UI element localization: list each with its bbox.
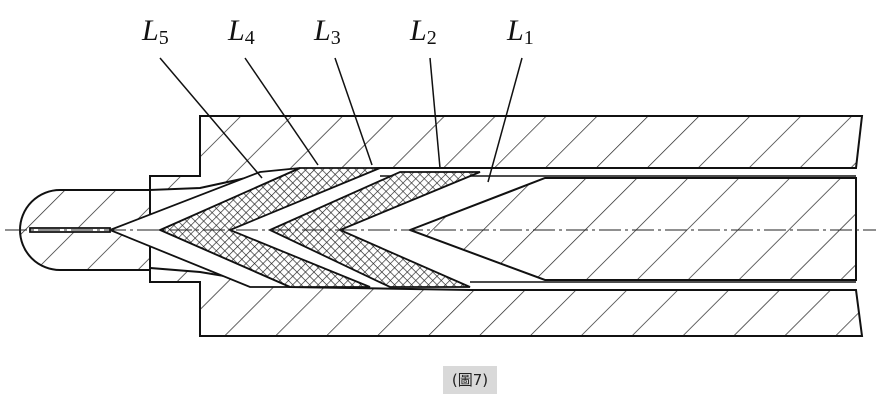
label-l2: L2 — [410, 14, 437, 49]
mandrel — [407, 177, 857, 281]
label-l5: L5 — [142, 14, 169, 49]
figure-caption: (圖7) — [443, 366, 497, 394]
label-l3: L3 — [314, 14, 341, 49]
leader-lines — [159, 57, 523, 183]
label-l1: L1 — [507, 14, 534, 49]
label-l4: L4 — [228, 14, 255, 49]
